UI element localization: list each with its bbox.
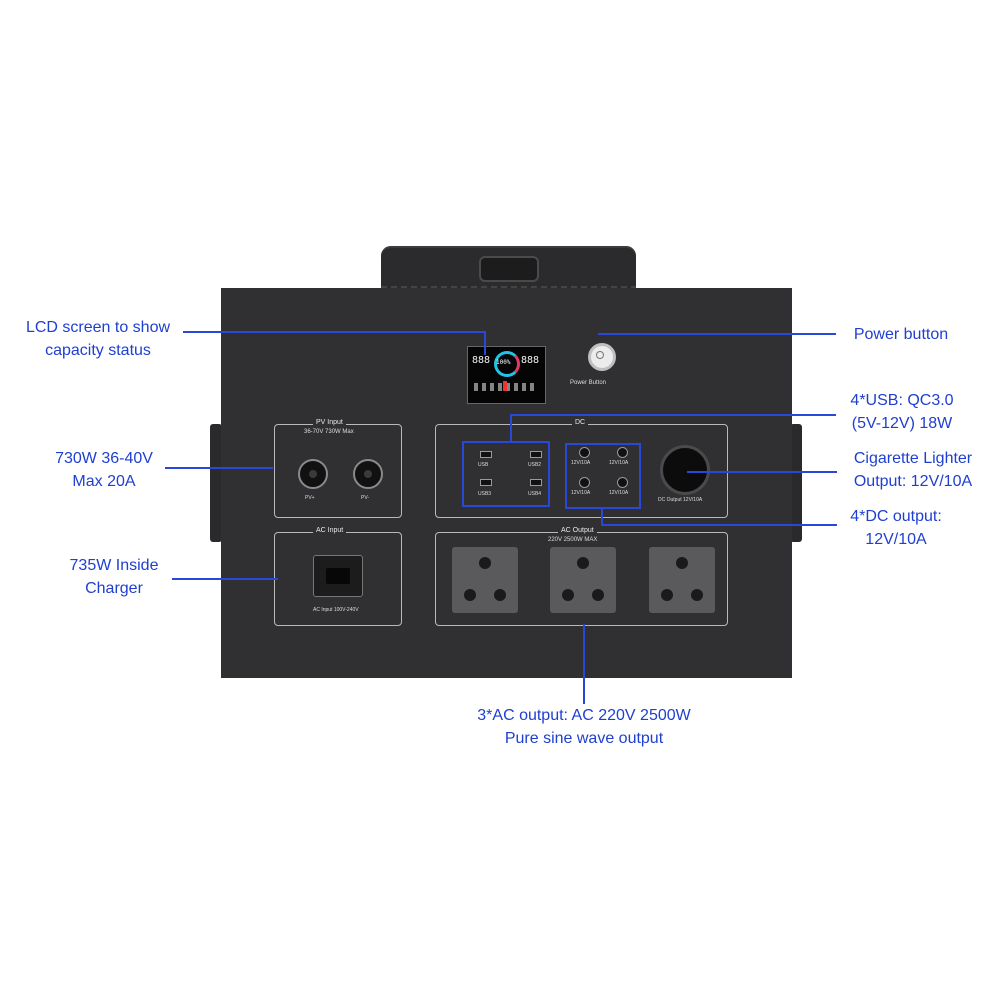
lighter-callout-line-1: Cigarette Lighter [853,450,973,467]
lcd-callout-line-v [484,331,486,355]
usb-port-4[interactable] [530,479,542,486]
pv-callout: 730W 36-40V Max 20A [44,447,164,493]
front-panel: 888 100% 888 Power Button PV Input 36-70… [221,288,792,678]
dc-callout-line-h [601,524,837,526]
pv-callout-line [165,467,273,469]
ac-outlet-3-left-pin [661,589,673,601]
lighter-callout: Cigarette Lighter Output: 12V/10A [838,447,988,493]
lcd-center-value: 100% [496,359,511,366]
power-callout: Power button [842,323,960,346]
lcd-battery-ring-icon [494,351,520,377]
usb-callout: 4*USB: QC3.0 (5V-12V) 18W [836,389,968,435]
power-callout-line [598,333,836,335]
ac-outlet-2[interactable] [550,547,616,613]
cigarette-lighter-socket[interactable] [660,445,710,495]
usb-port-3[interactable] [480,479,492,486]
ac-outlet-3-right-pin [691,589,703,601]
dc-callout-line-v [601,508,603,525]
dc-port-group: 12V/10A 12V/10A 12V/10A 12V/10A [565,441,641,507]
pv-callout-line-2: Max 20A [72,473,136,490]
dc-callout-line-2: 12V/10A [865,531,927,548]
usb-port-2[interactable] [530,451,542,458]
dc-title: DC [572,419,589,427]
usb-label-2: USB2 [528,462,542,468]
dc-port-2[interactable] [617,447,628,458]
charger-callout-line-2: Charger [85,580,143,597]
lcd-callout-line-1: LCD screen to show [25,319,171,336]
usb-highlight-box [462,441,550,507]
right-side-grip [790,424,802,542]
power-button[interactable] [588,343,616,371]
dc-port-4[interactable] [617,477,628,488]
dc-port-1[interactable] [579,447,590,458]
ac-outlet-2-left-pin [562,589,574,601]
lcd-warning-icon [503,381,507,391]
lighter-callout-line [687,471,837,473]
pv-plus-jack[interactable] [298,459,328,489]
usb-callout-line-h [510,414,836,416]
lcd-left-value: 888 [472,355,491,366]
pv-callout-line-1: 730W 36-40V [55,450,153,467]
handle-grip [479,256,539,282]
dc-callout: 4*DC output: 12V/10A [834,505,958,551]
dc-output-label: DC Output 12V/10A [658,497,703,503]
pv-input-title: PV Input [313,419,346,427]
ac-outlet-1[interactable] [452,547,518,613]
usb-callout-line-2: (5V-12V) 18W [851,415,953,432]
ac-outlet-1-right-pin [494,589,506,601]
dc-section: DC USB USB2 USB3 USB4 12V/10A 12V/10A 12… [435,419,728,518]
dc-label-4: 12V/10A [609,490,629,496]
ac-callout: 3*AC output: AC 220V 2500W Pure sine wav… [456,704,712,750]
pv-minus-jack[interactable] [353,459,383,489]
ac-callout-line [583,624,585,704]
dc-callout-line-1: 4*DC output: [850,508,942,525]
ac-input-section: AC Input AC Input 100V-240V [274,527,402,626]
lighter-callout-line-2: Output: 12V/10A [853,473,973,490]
ac-input-spec: AC Input 100V-240V [313,607,359,613]
pv-input-spec: 36-70V 730W Max [304,429,354,435]
ac-input-title: AC Input [313,527,347,535]
dc-port-3[interactable] [579,477,590,488]
ac-outlet-3-earth-pin [676,557,688,569]
ac-outlet-1-earth-pin [479,557,491,569]
charger-callout-line [172,578,278,580]
usb-callout-line-v [510,414,512,442]
ac-input-socket-slot [326,568,350,584]
power-button-label: Power Button [570,380,607,386]
ac-callout-line-2: Pure sine wave output [504,730,664,747]
ac-output-title: AC Output [558,527,597,535]
ac-output-section: AC Output 220V 2500W MAX [435,527,728,626]
usb-port-group: USB USB2 USB3 USB4 [462,441,550,507]
usb-label-1: USB [478,462,489,468]
ac-outlet-2-right-pin [592,589,604,601]
lcd-right-value: 888 [521,355,540,366]
lcd-callout-line-h [183,331,485,333]
ac-input-socket[interactable] [313,555,363,597]
ac-output-spec: 220V 2500W MAX [548,537,598,543]
dc-highlight-box [565,443,641,509]
pv-input-section: PV Input 36-70V 730W Max PV+ PV- [274,419,402,518]
left-side-grip [210,424,222,542]
dc-label-3: 12V/10A [571,490,591,496]
power-callout-text: Power button [853,326,949,343]
dc-label-1: 12V/10A [571,460,591,466]
ac-outlet-2-earth-pin [577,557,589,569]
ac-outlet-3[interactable] [649,547,715,613]
pv-plus-label: PV+ [305,495,315,501]
pv-minus-label: PV- [361,495,370,501]
usb-label-3: USB3 [478,491,492,497]
dc-label-2: 12V/10A [609,460,629,466]
lcd-callout: LCD screen to show capacity status [16,316,180,362]
lcd-callout-line-2: capacity status [45,342,151,359]
usb-label-4: USB4 [528,491,542,497]
charger-callout-line-1: 735W Inside [69,557,159,574]
charger-callout: 735W Inside Charger [54,554,174,600]
usb-port-1[interactable] [480,451,492,458]
power-icon [596,351,604,359]
ac-outlet-1-left-pin [464,589,476,601]
usb-callout-line-1: 4*USB: QC3.0 [850,392,954,409]
ac-callout-line-1: 3*AC output: AC 220V 2500W [477,707,691,724]
lcd-screen: 888 100% 888 [467,346,546,404]
